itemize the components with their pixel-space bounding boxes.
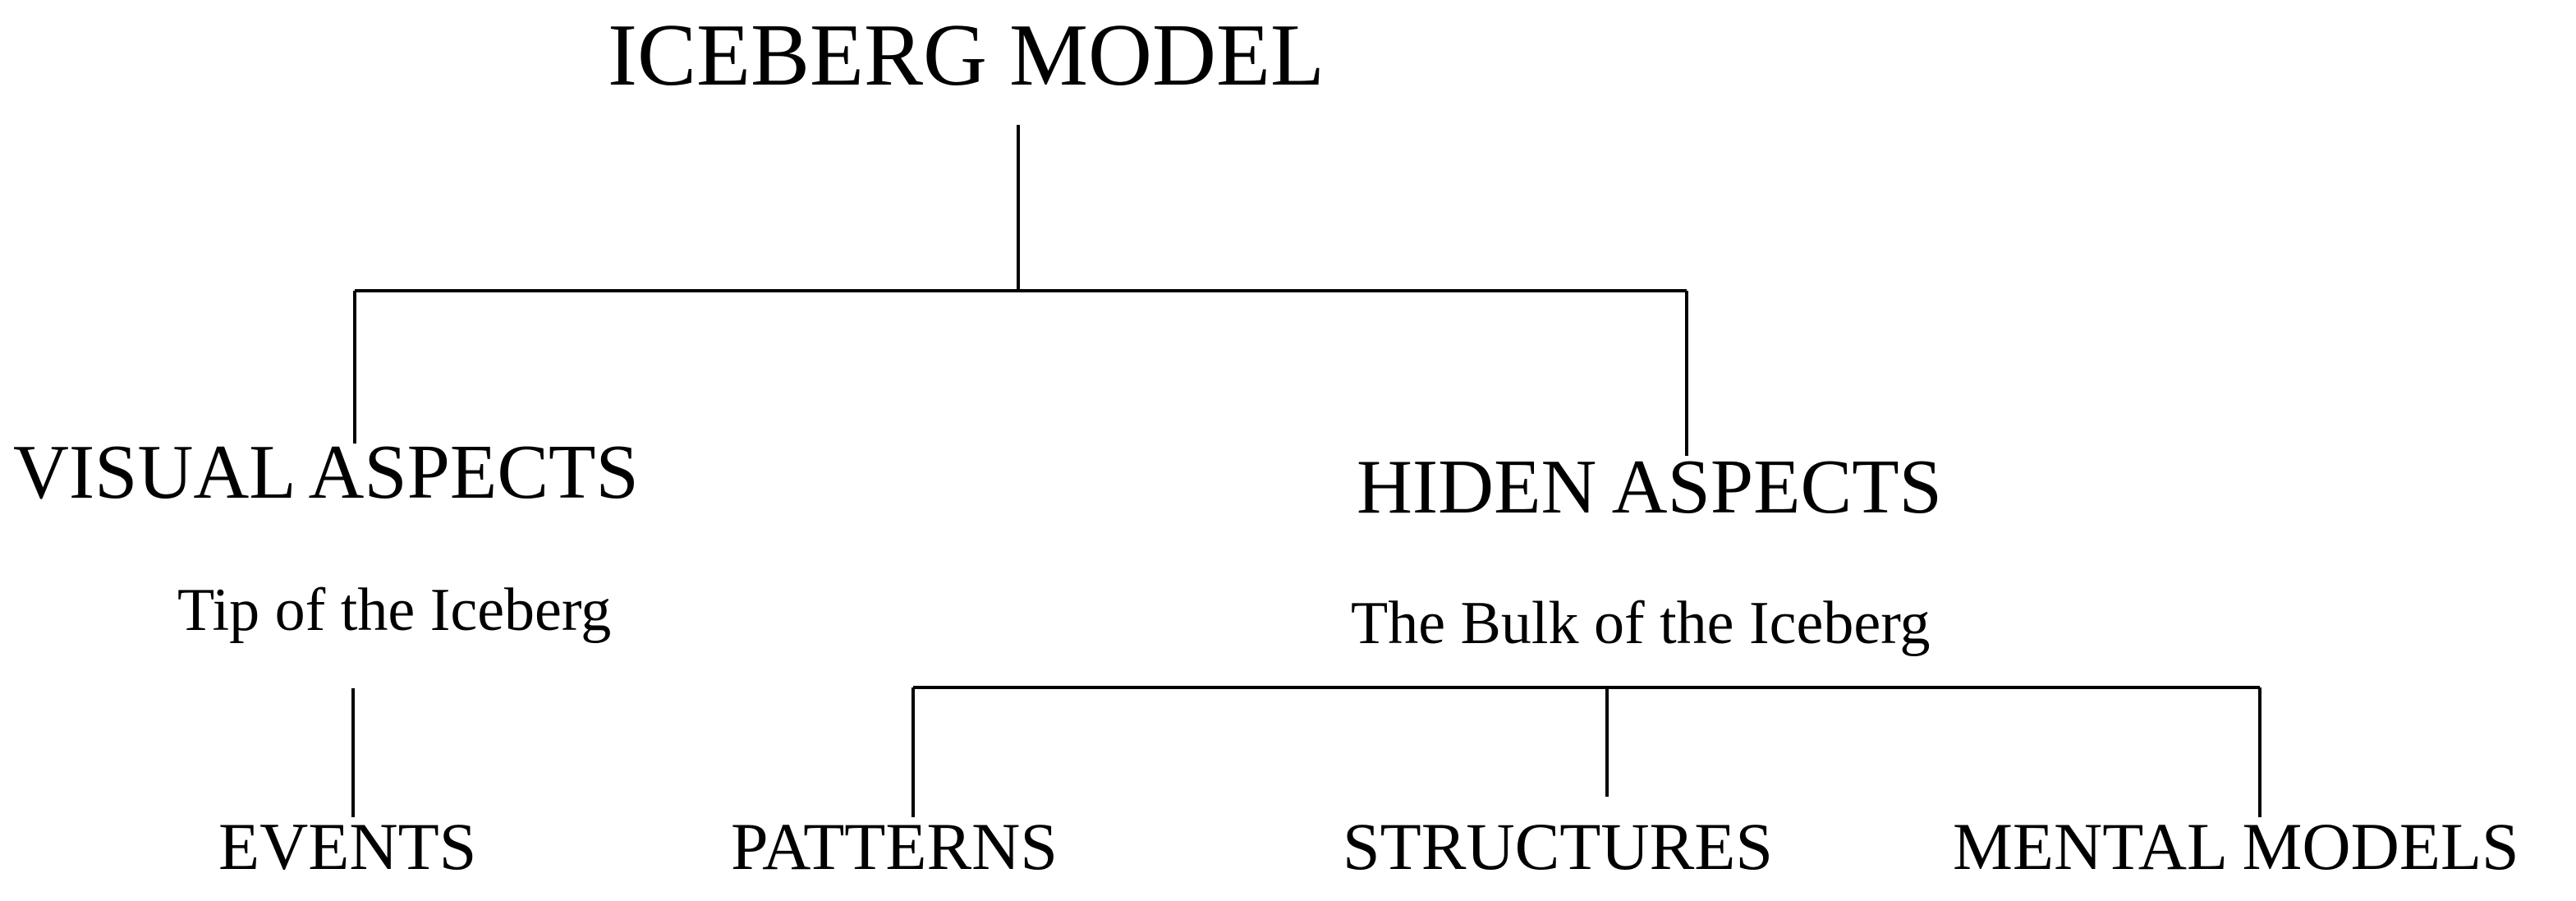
leaf-structures: STRUCTURES <box>1343 809 1773 884</box>
hidden-aspects-subtitle: The Bulk of the Iceberg <box>1351 590 1931 657</box>
leaf-events: EVENTS <box>218 809 477 884</box>
visual-aspects-subtitle: Tip of the Iceberg <box>177 577 612 644</box>
leaf-mental-models: MENTAL MODELS <box>1953 809 2519 884</box>
diagram-title: ICEBERG MODEL <box>608 7 1325 104</box>
visual-aspects-label: VISUAL ASPECTS <box>13 430 639 515</box>
hidden-aspects-label: HIDEN ASPECTS <box>1357 444 1942 530</box>
leaf-patterns: PATTERNS <box>731 809 1058 884</box>
